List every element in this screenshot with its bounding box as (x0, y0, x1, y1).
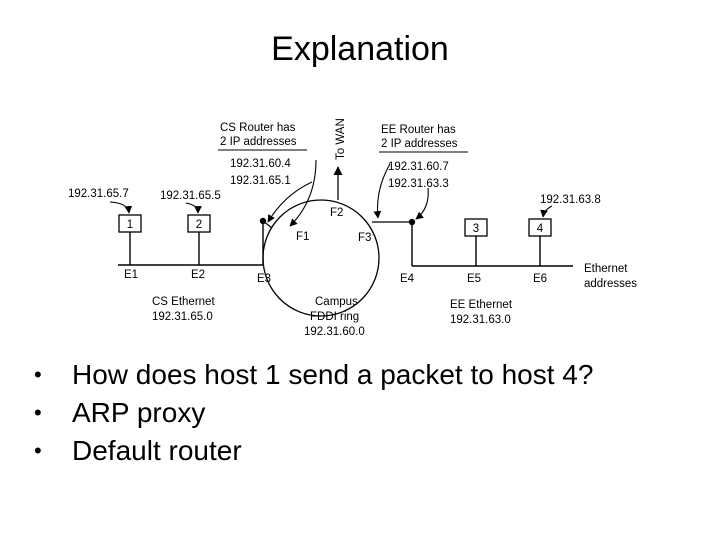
host-1-box (118, 214, 142, 233)
ee-router-note-line2: 2 IP addresses (381, 138, 458, 150)
slide-title: Explanation (271, 30, 449, 68)
cs-network-address: 192.31.65.0 (152, 311, 213, 323)
ee-router-ip-ethernet: 192.31.63.3 (388, 178, 449, 190)
campus-network-address: 192.31.60.0 (304, 326, 365, 338)
cs-router-note-line1: CS Router has (220, 122, 296, 134)
bullet-text: Default router (72, 435, 242, 466)
ethernet-address-e4: E4 (400, 273, 415, 285)
host-1-ip: 192.31.65.7 (68, 188, 129, 200)
ethernet-address-e6: E6 (533, 273, 547, 285)
cs-router-ip-fddi: 192.31.60.4 (230, 158, 291, 170)
bullet-list: •How does host 1 send a packet to host 4… (34, 356, 593, 470)
ee-network-name: EE Ethernet (450, 299, 513, 311)
ethernet-addresses-label-line1: Ethernet (584, 263, 628, 275)
ethernet-address-e1: E1 (124, 269, 138, 281)
host-3-label: 3 (473, 223, 479, 235)
wan-label: To WAN (335, 118, 347, 160)
host-2-ip: 192.31.65.5 (160, 190, 221, 202)
ee-router-note-line1: EE Router has (381, 124, 456, 136)
fddi-address-f2: F2 (330, 207, 343, 219)
bullet-text: How does host 1 send a packet to host 4? (72, 359, 594, 390)
bullet-item: •How does host 1 send a packet to host 4… (34, 359, 594, 390)
host-4-ip: 192.31.63.8 (540, 194, 601, 206)
ethernet-addresses-label-line2: addresses (584, 278, 637, 290)
bullet-item: •ARP proxy (34, 397, 206, 428)
host-2-box (187, 214, 211, 233)
ethernet-address-e5: E5 (467, 273, 481, 285)
fddi-address-f1: F1 (296, 231, 309, 243)
bullet-item: •Default router (34, 435, 242, 466)
host-1-label: 1 (127, 219, 133, 231)
campus-network-line2: FDDI ring (310, 311, 359, 323)
host-4-label: 4 (537, 223, 544, 235)
cs-router-ip-ethernet: 192.31.65.1 (230, 175, 291, 187)
host-2-label: 2 (196, 219, 202, 231)
campus-network-line1: Campus (315, 296, 358, 308)
ee-network-address: 192.31.63.0 (450, 314, 511, 326)
ee-router-ip-fddi: 192.31.60.7 (388, 161, 449, 173)
ethernet-address-e3: E3 (257, 273, 271, 285)
host-4-box (528, 218, 552, 237)
host-3-box (464, 218, 488, 237)
fddi-address-f3: F3 (358, 232, 371, 244)
cs-network-name: CS Ethernet (152, 296, 215, 308)
cs-router-note-line2: 2 IP addresses (220, 136, 297, 148)
ethernet-address-e2: E2 (191, 269, 205, 281)
bullet-text: ARP proxy (72, 397, 206, 428)
